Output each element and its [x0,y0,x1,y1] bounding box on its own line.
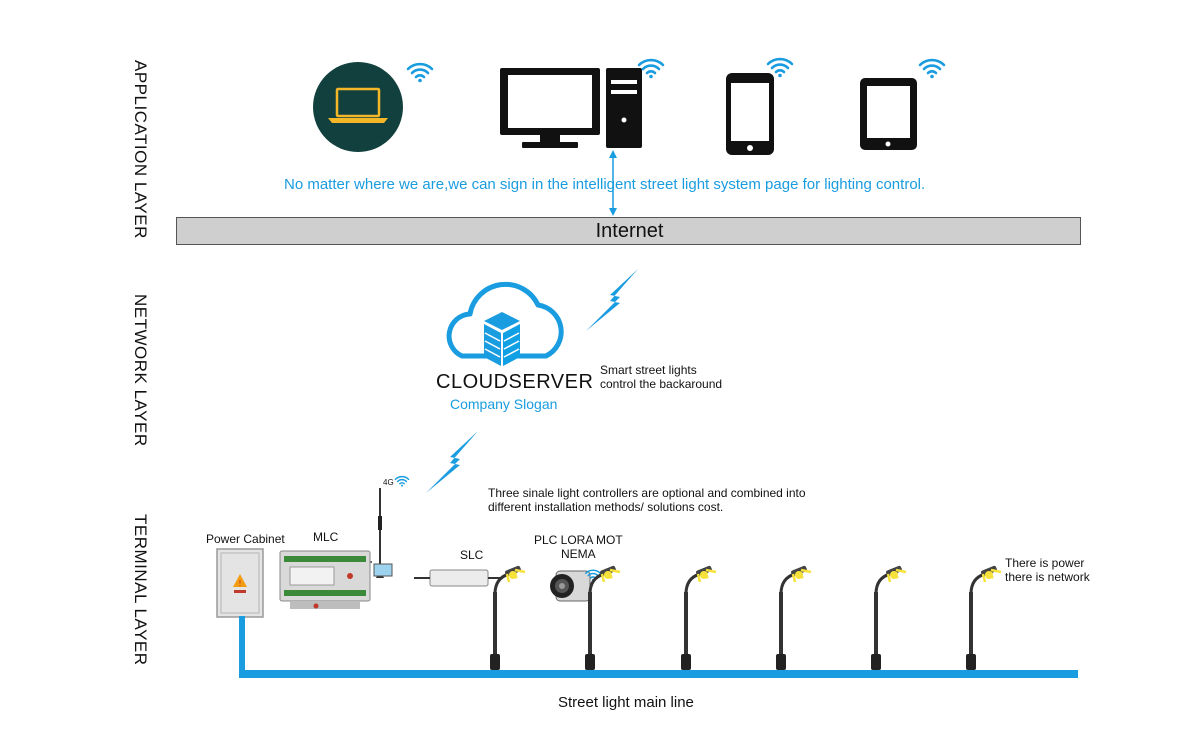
lightning-bolt-icon [426,431,478,493]
wifi-icon [394,475,410,488]
application-layer-label: APPLICATION LAYER [131,60,150,239]
company-slogan: Company Slogan [450,396,558,412]
power-cabinet-icon: ! [216,548,264,618]
wifi-icon [918,58,946,80]
power-network-note: There is power there is network [1005,556,1090,584]
internet-bar: Internet [176,217,1081,245]
nema-controller-icon [550,570,591,602]
mlc-label: MLC [313,530,339,544]
street-lamp-icon [488,563,527,672]
backend-note-line: Smart street lights [600,363,697,377]
street-light-main-line [239,616,1078,678]
controllers-note-line: Three sinale light controllers are optio… [488,486,806,500]
controllers-note-line: different installation methods/ solution… [488,500,724,514]
main-line-label: Street light main line [558,694,694,711]
power-network-note-line: There is power [1005,556,1085,570]
svg-text:!: ! [238,579,241,588]
internet-label: Internet [595,220,664,242]
wifi-icon [406,62,434,84]
controllers-note: Three sinale light controllers are optio… [488,486,806,514]
application-tagline: No matter where we are,we can sign in th… [284,176,926,193]
backend-note-line: control the backaround [600,377,723,391]
tablet-icon [860,78,917,150]
plc-label-line: PLC LORA MOT [534,533,623,547]
street-lamp-icon [869,563,908,672]
power-cabinet-label: Power Cabinet [206,532,285,546]
street-lamp-icon [964,563,1003,672]
monitor-icon [500,68,600,148]
street-lamp-icon [774,563,813,672]
mlc-module-icon [279,550,371,609]
terminal-layer-label: TERMINAL LAYER [131,514,150,666]
signal-label: 4G [383,478,394,487]
slc-controller-icon [414,569,500,587]
cloud-server-icon [446,281,564,366]
wifi-icon [637,58,665,80]
smartphone-icon [726,73,774,155]
lightning-bolt-icon [586,269,638,331]
plc-label-line: NEMA [561,547,596,561]
plc-label: PLC LORA MOT NEMA [534,533,623,561]
street-lamp-icon [679,563,718,672]
connection-arrow [609,150,617,216]
backend-note: Smart street lights control the backarou… [600,363,722,391]
power-network-note-line: there is network [1005,570,1090,584]
slc-label: SLC [460,548,484,562]
network-layer-label: NETWORK LAYER [131,294,150,447]
cloud-server-title: CLOUDSERVER [436,371,594,393]
tower-pc-icon [606,68,642,148]
laptop-icon [313,62,403,152]
